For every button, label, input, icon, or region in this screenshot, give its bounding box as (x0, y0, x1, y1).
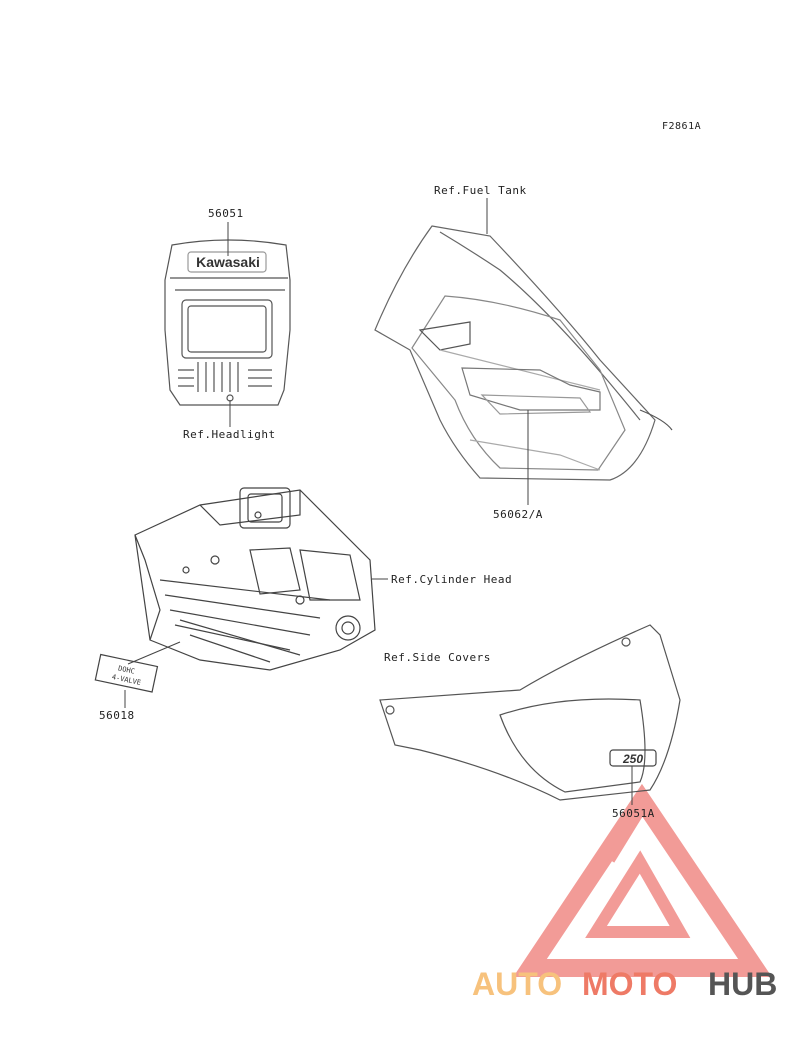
fuel-tank-part-number: 56062/A (493, 508, 543, 521)
side-cover-drawing (379, 624, 681, 801)
cylinder-head-part-number: 56018 (99, 709, 135, 722)
figure-code: F2861A (662, 121, 702, 132)
fuel-tank-drawing (374, 225, 673, 481)
side-cover-emblem: 250 (622, 752, 643, 766)
dohc-emblem-drawing (94, 653, 159, 693)
watermark-hub: HUB (708, 966, 778, 1002)
cylinder-head-drawing (134, 487, 376, 671)
cylinder-head-ref-label: Ref.Cylinder Head (391, 573, 513, 586)
headlight-cover-part-number: 56051 (208, 207, 244, 220)
side-covers-ref-label: Ref.Side Covers (384, 651, 491, 664)
fuel-tank-ref-label: Ref.Fuel Tank (434, 184, 527, 197)
headlight-cover-drawing (164, 239, 291, 406)
headlight-logo: Kawasaki (196, 254, 260, 270)
watermark-triangle-icon (513, 783, 772, 977)
watermark-moto: MOTO (582, 966, 678, 1002)
headlight-ref-label: Ref.Headlight (183, 428, 276, 441)
emblem-line1: DOHC (117, 664, 135, 675)
side-cover-part-number: 56051A (612, 807, 655, 820)
watermark-auto: AUTO (472, 966, 563, 1002)
emblem-line2: 4-VALVE (111, 673, 142, 687)
